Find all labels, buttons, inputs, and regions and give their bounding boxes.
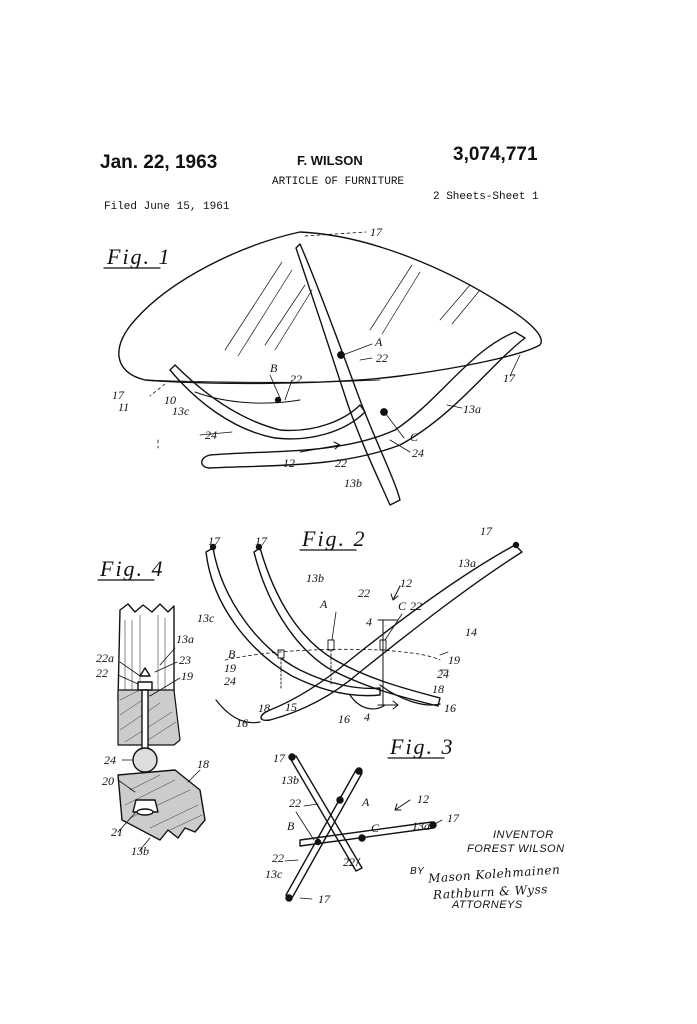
ref-17-fig2-c: 17 [480,524,493,538]
patent-number: 3,074,771 [453,144,538,165]
ref-17-fig1-top: 17 [370,225,383,239]
patent-title: ARTICLE OF FURNITURE [272,176,405,188]
leg-13b [295,243,401,506]
attorneys-label: ATTORNEYS [452,899,523,911]
ref-19-fig4: 19 [181,669,193,683]
ref-13a-fig1: 13a [463,402,481,416]
fig2-leg-13b [253,547,441,707]
ref-13a-fig3: 13a [412,819,430,833]
ref-14-fig2: 14 [465,625,477,639]
fig-3-title: Fig. 3 [389,734,455,759]
fig-2-title: Fig. 2 [301,526,367,551]
ref-17-fig3-bottom: 17 [318,892,331,906]
ref-18-fig2-right: 18 [432,682,444,696]
ref-22-fig1-a: 22 [376,351,388,365]
ref-c-fig2: C [398,599,407,613]
fig3-leg-13c [285,769,363,899]
ref-13c-fig2: 13c [197,611,215,625]
ref-12-fig2: 12 [400,576,412,590]
ref-13a-fig2: 13a [458,556,476,570]
patent-date: Jan. 22, 1963 [100,152,218,173]
sheet-count: 2 Sheets-Sheet 1 [433,191,539,203]
ref-17-fig1-left: 17 [112,388,125,402]
ref-12-fig1: 12 [283,456,295,470]
ref-12-fig3: 12 [417,792,429,806]
leg-section-hatched [117,689,181,746]
ref-10-fig1: 10 [164,393,176,407]
ref-b-fig1: B [270,361,278,375]
ref-13b-fig4: 13b [131,844,149,858]
ref-c-fig1: C [410,430,419,444]
ref-17-fig3-right: 17 [447,811,460,825]
figure-1-table-perspective [118,231,542,506]
inventor-label: INVENTOR [493,829,554,841]
ref-22-fig2-a: 22 [358,586,370,600]
connector-c [380,408,388,416]
fig-4-title: Fig. 4 [99,556,165,581]
ref-13a-fig4: 13a [176,632,194,646]
ref-22-fig3-c: 22 [343,855,355,869]
ref-23-fig4: 23 [179,653,191,667]
ref-13b-fig3: 13b [281,773,299,787]
leg-13c [169,364,366,440]
ref-16-fig2-mid: 16 [338,712,350,726]
connector-b [274,396,282,404]
ref-24-fig1-left: 24 [205,428,217,442]
ref-13b-fig1: 13b [344,476,362,490]
ref-19-fig2-right: 19 [448,653,460,667]
ref-4-fig2-top: 4 [366,615,372,629]
ref-17-fig2-b: 17 [255,534,268,548]
fig2-leg-13c [205,547,381,697]
inventor-short-name: F. WILSON [297,153,363,168]
ref-11-fig1: 11 [118,400,129,414]
ref-19-fig2-left: 19 [224,661,236,675]
ref-13c-fig3: 13c [265,867,283,881]
ref-22a-fig4: 22a [96,651,114,665]
fig-1-title: Fig. 1 [106,244,172,269]
ref-24-fig2-right: 24 [437,667,449,681]
glass-tabletop [118,231,542,385]
ref-22-fig1-b: 22 [290,372,302,386]
filed-date: Filed June 15, 1961 [104,201,230,213]
ref-22-fig3-a: 22 [289,796,301,810]
ref-21-fig4: 21 [111,825,123,839]
ref-c-fig3: C [371,821,380,835]
leg-13a [201,331,526,469]
ref-b-fig3: B [287,819,295,833]
by-label: BY [410,866,425,877]
glass-reflection-hatching [224,261,481,357]
ref-24-fig1-right: 24 [412,446,424,460]
ref-22-fig3-b: 22 [272,851,284,865]
inventor-name: FOREST WILSON [467,843,565,855]
figure-3-base-plan [285,753,443,902]
ref-18-fig4: 18 [197,757,209,771]
ref-16-fig2-right: 16 [444,701,456,715]
ref-20-fig4: 20 [102,774,114,788]
ref-17-fig2-a: 17 [208,534,221,548]
ref-22-fig4: 22 [96,666,108,680]
ref-17-fig1-right: 17 [503,371,516,385]
ref-16-fig2-left: 16 [236,716,248,730]
fig3-leg-13b [289,755,363,872]
ref-15-fig2: 15 [285,700,297,714]
ref-13b-fig2: 13b [306,571,324,585]
ref-17-fig3-top: 17 [273,751,286,765]
ref-a-fig2: A [319,597,328,611]
figure-2-base-perspective [205,541,523,724]
ref-a-fig1: A [374,335,383,349]
ref-18-fig2-left: 18 [258,701,270,715]
ref-24-fig4: 24 [104,753,116,767]
ref-22-fig1-c: 22 [335,456,347,470]
ref-4-fig2-bottom: 4 [364,710,370,724]
figure-4-section-view [117,603,206,851]
connector-a [337,351,345,359]
ref-24-fig2-left: 24 [224,674,236,688]
ref-13c-fig1: 13c [172,404,190,418]
ref-b-fig2: B [228,647,236,661]
ref-a-fig3: A [361,795,370,809]
ref-22-fig2-c: 22 [410,599,422,613]
